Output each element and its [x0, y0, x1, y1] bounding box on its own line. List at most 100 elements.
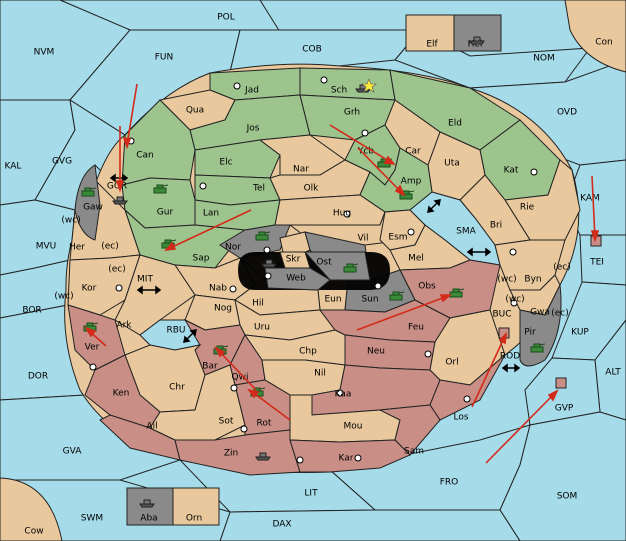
region-sot[interactable] [149, 364, 246, 441]
order-arrow-icon [247, 388, 291, 421]
army-unit-icon [153, 184, 169, 194]
label-can: Can [136, 151, 154, 161]
region-web-mid [264, 267, 331, 291]
supply-center [530, 168, 538, 176]
order-arrow-icon [329, 124, 396, 166]
supply-center [463, 395, 471, 403]
order-arrow-icon [164, 209, 252, 252]
label-olk: Olk [304, 184, 320, 194]
label-kor: Kor [82, 284, 97, 294]
label-grh: Grh [344, 108, 360, 118]
label-esm: Esm [388, 233, 407, 243]
label-sch: Sch [331, 86, 347, 96]
label-sam: Sam [404, 447, 424, 457]
coast-label-byn-wc: (wc) [497, 275, 516, 285]
label-rbu: RBU [166, 326, 185, 336]
region-cob[interactable] [229, 29, 422, 73]
label-cow: Cow [24, 527, 43, 537]
order-arrow-icon [214, 346, 257, 391]
army-unit-icon [399, 190, 415, 200]
supply-center [296, 456, 304, 464]
fleet-unit-icon [112, 196, 128, 205]
order-arrow-icon [84, 326, 107, 347]
coast-label-gwa-wc: (wc) [505, 295, 524, 305]
labels: POL NVM FUN COB NOM Con Elf Hel OVD KAL … [5, 13, 622, 537]
region-kar[interactable] [289, 439, 411, 473]
supply-center [233, 82, 241, 90]
label-kup: KUP [571, 328, 589, 338]
label-zin: Zin [224, 449, 238, 459]
region-elf[interactable] [405, 14, 455, 52]
region-tei[interactable] [579, 234, 626, 286]
label-bri: Bri [490, 221, 502, 231]
label-kal: KAL [5, 162, 22, 172]
label-tei: TEI [589, 258, 604, 268]
label-aba: Aba [140, 514, 157, 524]
supply-center [230, 384, 238, 392]
fleet-unit-icon [261, 259, 277, 268]
label-lan: Lan [203, 209, 219, 219]
label-amp: Amp [401, 177, 422, 187]
region-gva[interactable] [0, 394, 182, 481]
fleet-unit-icon [469, 36, 485, 45]
label-sap: Sap [193, 254, 210, 264]
region-ark[interactable] [114, 254, 196, 336]
coast-label-gor-wc: (wc) [61, 216, 80, 226]
coast-label-her-ec: (ec) [101, 242, 119, 252]
label-nab: Nab [209, 284, 227, 294]
label-tel: Tel [252, 184, 265, 194]
label-bor: BOR [22, 306, 41, 316]
label-jad: Jad [244, 86, 259, 96]
supply-center [424, 350, 432, 358]
label-nvm: NVM [34, 48, 55, 58]
passage-markers [109, 173, 521, 373]
continent-regions-3 [67, 304, 506, 476]
region-som[interactable] [499, 411, 626, 541]
label-eun: Eun [324, 295, 341, 305]
army-unit-icon [530, 343, 546, 353]
supply-center [263, 246, 271, 254]
label-cob: COB [302, 45, 322, 55]
region-hel[interactable] [453, 14, 502, 52]
label-alt: ALT [605, 368, 621, 378]
region-elc[interactable] [194, 139, 281, 179]
label-orl: Orl [445, 358, 458, 368]
label-sma: SMA [456, 227, 476, 237]
label-hug: Hug [333, 209, 351, 219]
orders [84, 83, 600, 464]
label-elf: Elf [426, 40, 438, 50]
label-web: Web [286, 274, 306, 284]
label-nom: NOM [533, 54, 555, 64]
army-unit-icon [255, 231, 271, 241]
label-mou: Mou [344, 422, 363, 432]
label-car: Car [405, 147, 421, 157]
label-kat: Kat [504, 166, 519, 176]
supply-center [510, 299, 518, 307]
star-icon [361, 78, 377, 93]
label-elc: Elc [219, 158, 232, 168]
coast-label-byn-ec: (ec) [553, 263, 571, 273]
label-ail: Ail [146, 422, 157, 432]
label-mvu: MVU [36, 242, 57, 252]
region-nor[interactable] [219, 224, 291, 259]
coast-label-kor-ec: (ec) [108, 265, 126, 275]
label-gvp: GVP [555, 404, 574, 414]
region-sch[interactable] [299, 67, 396, 101]
passage-sma-double-arrow-icon [427, 199, 441, 213]
supply-center [407, 228, 415, 236]
region-orn[interactable] [172, 487, 220, 526]
region-dax[interactable] [219, 509, 521, 541]
order-arrow-icon [471, 331, 508, 408]
region-pir[interactable] [519, 283, 562, 367]
region-gaw[interactable] [74, 164, 101, 241]
label-eld: Eld [448, 119, 462, 129]
region-tel[interactable] [194, 174, 281, 206]
label-nar: Nar [293, 165, 309, 175]
label-dor: DOR [28, 372, 48, 382]
label-rod: ROD [500, 352, 520, 362]
label-mit: MIT [137, 275, 153, 285]
label-ver: Ver [85, 343, 100, 353]
order-arrow-icon [485, 389, 559, 464]
